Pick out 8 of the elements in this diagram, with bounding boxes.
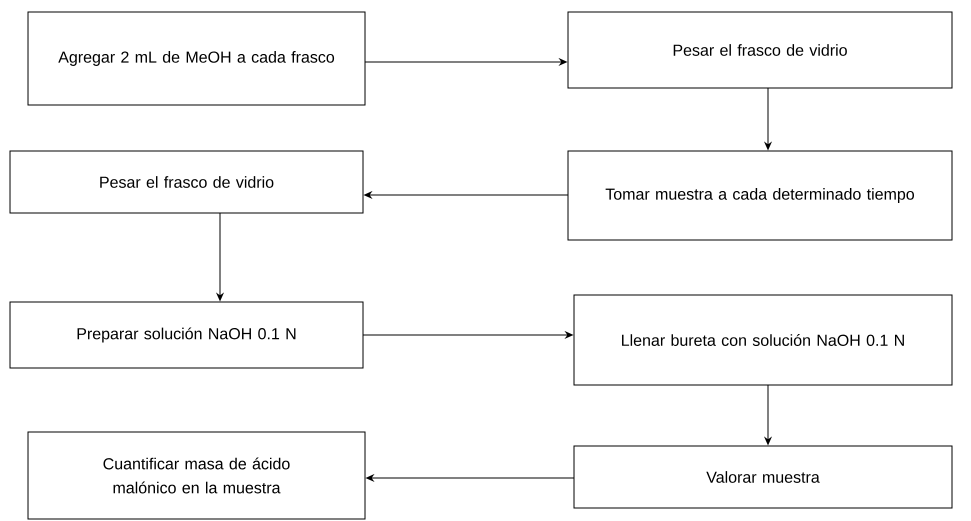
process-box: Preparar solución NaOH 0.1 N — [10, 302, 364, 368]
process-box: Pesar el frasco de vidrio — [10, 150, 364, 214]
process-box: Tomar muestra a cada determinado tiempo — [568, 150, 952, 240]
process-box: Valorar muestra — [574, 445, 952, 508]
process-box: Cuantificar masa de ácido malónico en la muestra — [28, 431, 366, 520]
process-box: Llenar bureta con solución NaOH 0.1 N — [574, 294, 952, 386]
process-box: Pesar el frasco de vidrio — [568, 12, 952, 88]
process-box: Agregar 2 mL de MeOH a cada frasco — [28, 12, 366, 106]
